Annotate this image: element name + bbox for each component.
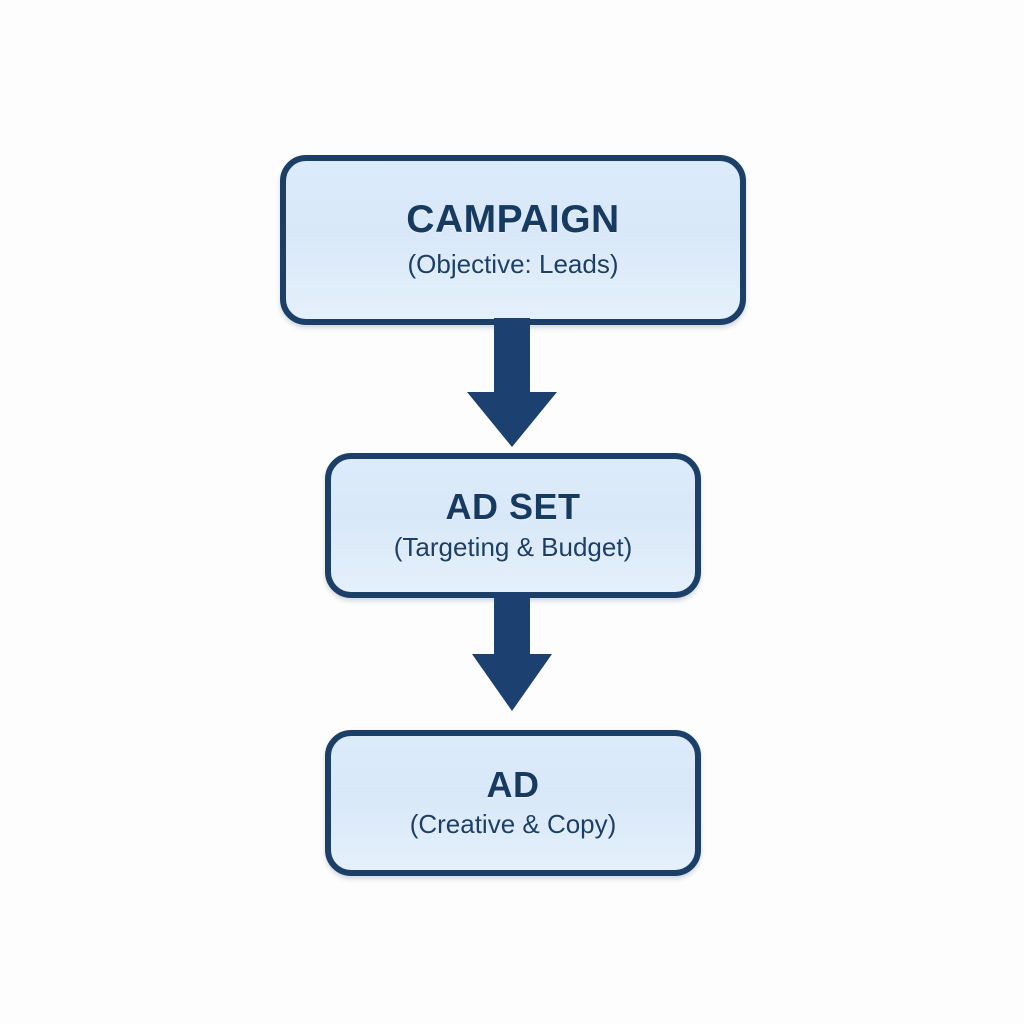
flow-node-ad-set[interactable]: AD SET (Targeting & Budget)	[325, 453, 701, 598]
flow-node-ad-title: AD	[486, 763, 540, 805]
flow-node-ad-set-title: AD SET	[445, 486, 581, 528]
flow-node-ad-subtitle: (Creative & Copy)	[409, 809, 617, 840]
flow-node-campaign-subtitle: (Objective: Leads)	[407, 249, 619, 280]
flow-node-campaign[interactable]: CAMPAIGN (Objective: Leads)	[280, 155, 746, 325]
flow-node-ad[interactable]: AD (Creative & Copy)	[325, 730, 701, 876]
flow-node-campaign-title: CAMPAIGN	[406, 198, 620, 242]
flow-node-ad-set-subtitle: (Targeting & Budget)	[393, 531, 633, 562]
arrow-down-icon-ad-set-to-ad	[460, 592, 564, 714]
arrow-down-icon-campaign-to-ad-set	[460, 318, 564, 450]
